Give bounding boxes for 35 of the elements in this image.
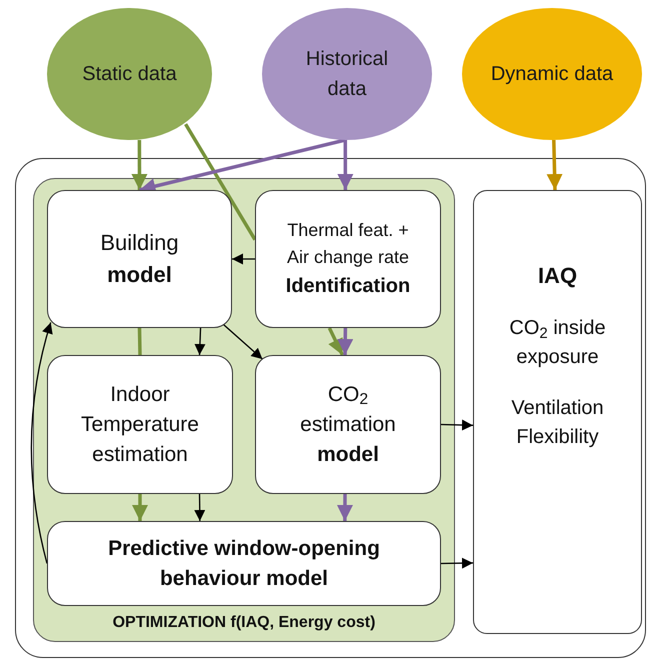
output-box bbox=[473, 190, 642, 634]
panel-title: OPTIMIZATION f(IAQ, Energy cost) bbox=[112, 613, 376, 633]
box-title: IAQ bbox=[538, 262, 578, 290]
arrow bbox=[194, 494, 206, 521]
optimization-panel bbox=[33, 178, 455, 642]
process-box bbox=[47, 355, 233, 494]
node-label: Indoor Temperature estimation bbox=[80, 382, 200, 468]
arrow bbox=[232, 254, 255, 264]
arrow bbox=[328, 327, 344, 356]
model-box bbox=[47, 190, 232, 328]
node-label: Building model bbox=[99, 229, 180, 289]
node-label: Static data bbox=[81, 62, 178, 87]
arrow bbox=[336, 494, 353, 521]
arrow bbox=[222, 323, 263, 360]
node-label: Identification bbox=[286, 274, 410, 299]
node-label: Historical data bbox=[304, 47, 390, 102]
arrow bbox=[337, 328, 354, 356]
arrow bbox=[546, 140, 563, 190]
node-label: CO$_{2}$ inside exposure bbox=[508, 316, 607, 370]
model-box bbox=[47, 521, 441, 606]
node-label: Predictive window-opening behaviour model bbox=[107, 536, 381, 592]
arrow bbox=[132, 494, 148, 521]
arrow bbox=[440, 558, 474, 569]
model-box bbox=[255, 355, 441, 494]
node-label: Dynamic data bbox=[490, 62, 614, 87]
node-label: Thermal feat. + Air change rate bbox=[286, 219, 410, 269]
arrow bbox=[131, 140, 148, 190]
arrow bbox=[337, 140, 354, 190]
arrow bbox=[194, 328, 206, 356]
curved-arrow bbox=[30, 322, 53, 564]
node-label: CO$_{2}$ estimation model bbox=[299, 382, 397, 468]
process-box bbox=[255, 190, 441, 328]
node-label: Ventilation Flexibility bbox=[510, 396, 605, 450]
outer-frame bbox=[15, 158, 646, 658]
arrow bbox=[440, 420, 474, 431]
